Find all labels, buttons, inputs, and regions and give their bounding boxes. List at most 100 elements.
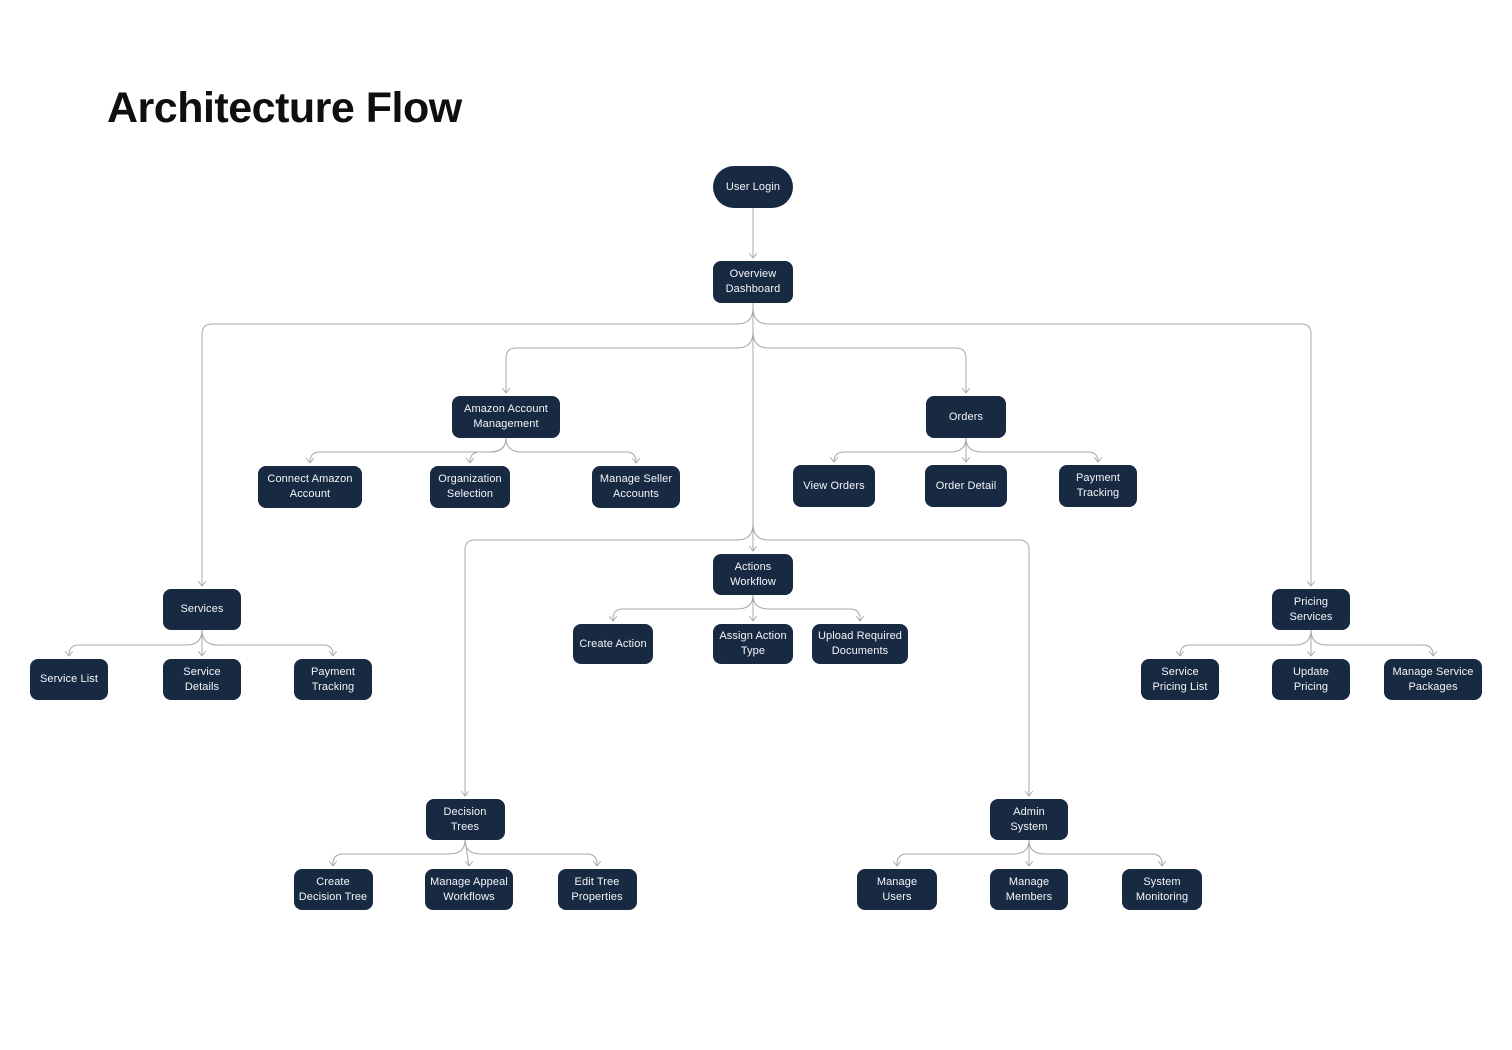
node-label: Order Detail <box>935 479 997 492</box>
node-service-list[interactable]: Service List <box>30 659 108 700</box>
node-label: Pricing <box>1293 680 1329 693</box>
node-label: Type <box>740 645 766 657</box>
edge-overview-dashboard-orders <box>752 331 970 394</box>
node-label: Packages <box>1408 680 1458 693</box>
node-view-orders[interactable]: View Orders <box>793 465 875 507</box>
node-orders[interactable]: Orders <box>926 396 1006 438</box>
node-label: Selection <box>446 488 494 500</box>
node-order-detail[interactable]: Order Detail <box>925 465 1007 507</box>
node-user-login[interactable]: User Login <box>713 166 793 208</box>
edge-overview-dashboard-actions-workflow <box>749 302 757 552</box>
node-label: Admin <box>1013 805 1045 818</box>
node-label: Members <box>1005 890 1053 903</box>
node-label: Create <box>316 875 350 888</box>
node-create-action[interactable]: Create Action <box>573 624 653 664</box>
node-label: Accounts <box>612 488 660 500</box>
node-label: Services <box>180 603 224 615</box>
edge-amazon-account-management-organization-selection <box>466 437 507 464</box>
node-label: Payment <box>310 665 356 678</box>
node-label: Connect Amazon <box>267 473 353 485</box>
edge-amazon-account-management-manage-seller-accounts <box>505 437 640 464</box>
edge-services-service-list <box>65 629 203 657</box>
node-label: Manage <box>876 875 918 888</box>
edge-decision-trees-edit-tree-properties <box>464 839 601 867</box>
node-label: Properties <box>571 890 623 903</box>
node-label: Assign Action <box>719 630 787 642</box>
node-label: User Login <box>725 180 781 193</box>
node-label: Service List <box>39 673 99 685</box>
edge-overview-dashboard-admin-system <box>752 523 1033 797</box>
node-label: Pricing List <box>1152 680 1208 693</box>
node-label: Update <box>1292 665 1330 678</box>
node-label: Workflows <box>443 890 495 903</box>
node-label: Tracking <box>1076 487 1120 499</box>
edge-overview-dashboard-services <box>198 307 754 587</box>
node-label: System <box>1010 820 1048 833</box>
node-label: Manage Appeal <box>430 875 508 888</box>
edge-admin-system-system-monitoring <box>1028 839 1166 867</box>
edge-user-login-overview-dashboard <box>749 207 757 259</box>
edge-decision-trees-manage-appeal-workflows <box>464 839 473 867</box>
edge-admin-system-manage-users <box>893 839 1030 867</box>
node-label: Service <box>1161 665 1199 678</box>
edge-services-payment-tracking-services <box>201 629 337 657</box>
edge-orders-payment-tracking-orders <box>965 437 1102 463</box>
node-label: Pricing <box>1293 595 1329 608</box>
node-label: Edit Tree <box>574 875 620 888</box>
edge-amazon-account-management-connect-amazon-account <box>306 437 507 464</box>
node-label: Management <box>473 418 539 430</box>
node-label: Amazon Account <box>464 403 548 415</box>
node-services[interactable]: Services <box>163 589 241 630</box>
node-label: Decision Tree <box>298 890 368 903</box>
node-label: Create Action <box>579 637 647 650</box>
node-label: System <box>1143 875 1181 888</box>
node-label: Trees <box>450 820 480 833</box>
node-label: Workflow <box>730 575 776 588</box>
node-label: Details <box>184 680 220 693</box>
node-label: Orders <box>948 410 984 423</box>
node-label: Manage Seller <box>599 473 673 485</box>
node-label: Monitoring <box>1135 890 1189 903</box>
edge-overview-dashboard-decision-trees <box>461 523 754 797</box>
node-label: Manage Service <box>1392 665 1474 678</box>
edge-pricing-services-manage-service-packages <box>1310 629 1437 657</box>
edge-overview-dashboard-pricing-services <box>752 307 1315 587</box>
page-title: Architecture Flow <box>107 84 462 132</box>
node-label: Dashboard <box>725 283 781 295</box>
node-label: Users <box>882 890 912 903</box>
node-label: Tracking <box>311 680 355 693</box>
node-label: Actions <box>734 560 772 573</box>
node-label: Manage <box>1008 875 1050 888</box>
edge-orders-view-orders <box>830 437 967 463</box>
node-label: Decision <box>443 805 487 818</box>
node-label: Service <box>183 665 221 678</box>
node-label: Account <box>289 488 331 500</box>
node-label: View Orders <box>803 479 865 492</box>
node-label: Payment <box>1075 472 1121 484</box>
node-label: Overview <box>729 268 777 280</box>
